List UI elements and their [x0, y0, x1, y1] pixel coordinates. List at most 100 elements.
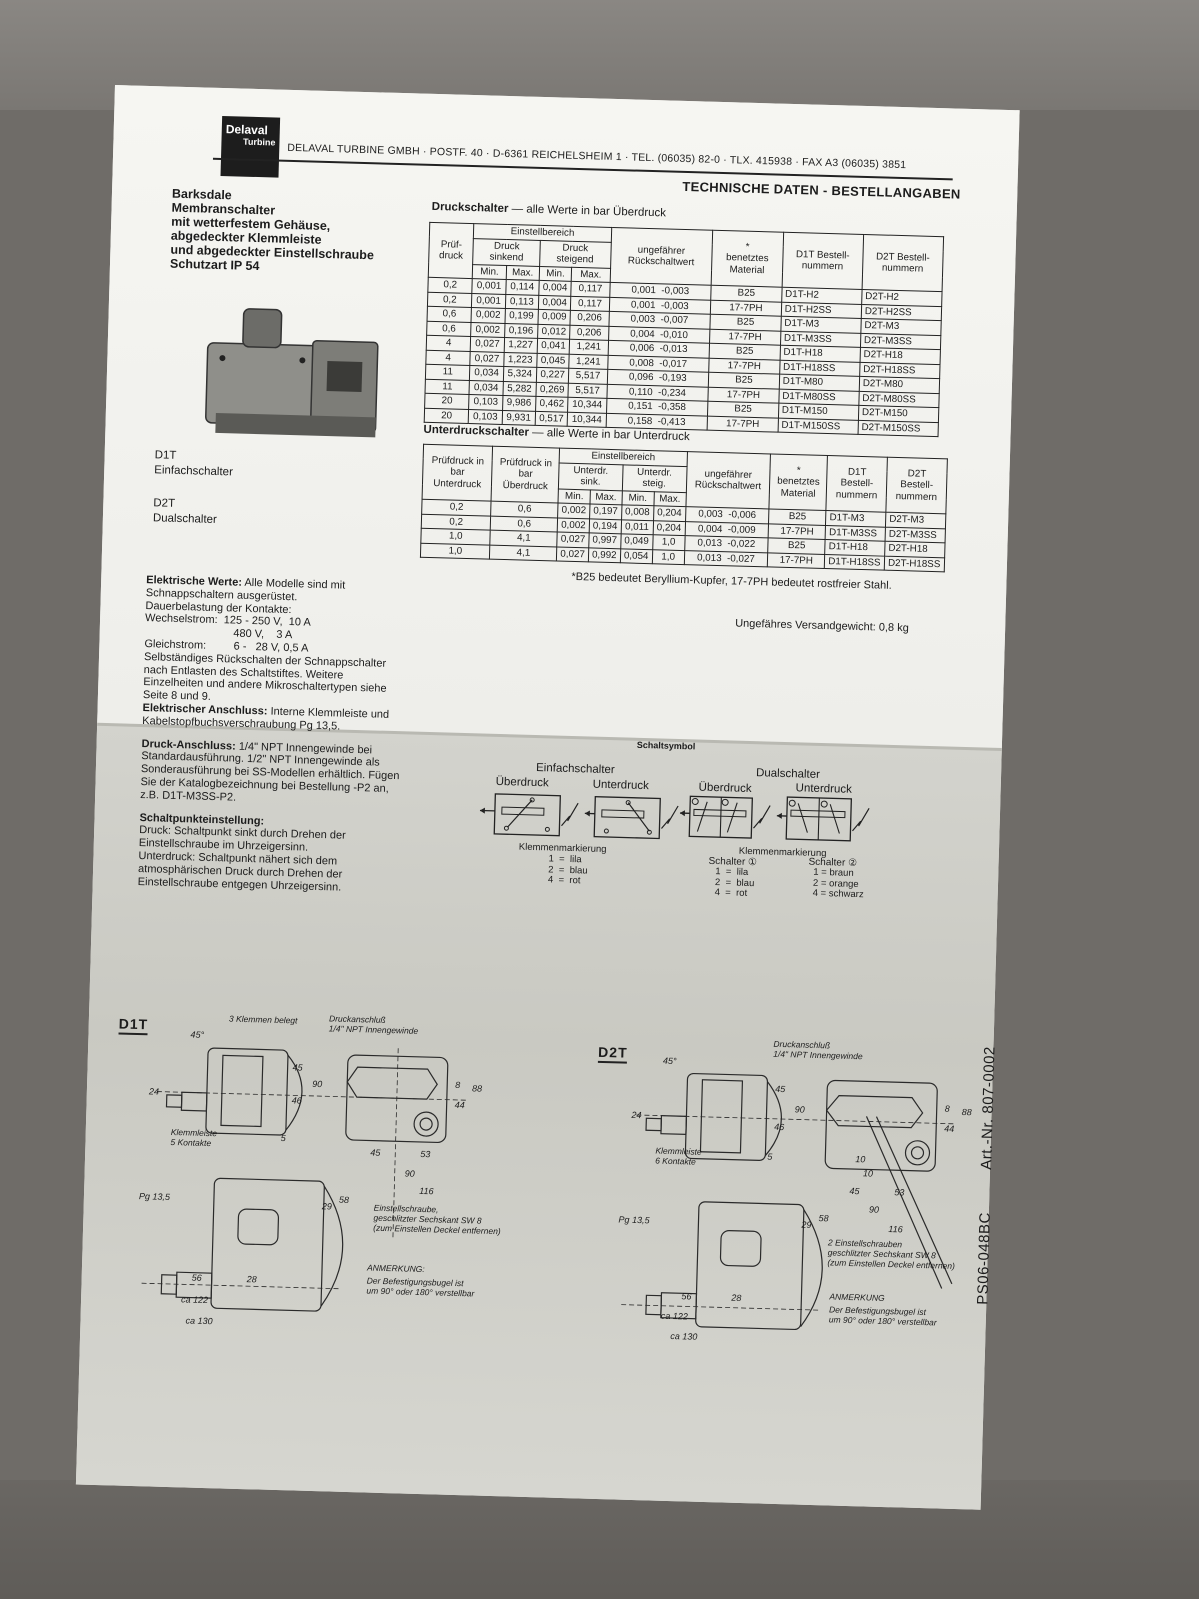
d1t-dim-ca130: ca 130	[185, 1315, 213, 1327]
cell-sink-min: 0,002	[557, 517, 590, 533]
col-d2t: D2T Bestell- nummern	[885, 457, 948, 514]
d2t-pressure-port-note: Druckanschluß 1/4" NPT Innengewinde	[773, 1038, 863, 1062]
d1t-dim-28: 28	[246, 1274, 257, 1285]
material-header: benetztes Material	[777, 475, 820, 500]
d2t-dim-5: 5	[767, 1151, 773, 1162]
cell-d1t: D1T-M3SS	[825, 525, 886, 542]
d2t-terminal-strip-note: Klemmleiste 6 Kontakte	[655, 1145, 702, 1167]
document-code: PS06-048BC	[974, 1211, 994, 1305]
d1t-dim-8: 8	[455, 1079, 461, 1091]
cell-sink-max: 0,992	[588, 547, 621, 563]
d2t-dim-45b: 45	[849, 1185, 860, 1197]
cell-rueck: 0,158 -0,413	[605, 412, 708, 431]
cell-sink-max: 0,197	[589, 503, 622, 520]
pressure-table-title-text: Druckschalter	[431, 200, 509, 216]
cell-pruef: 4	[425, 349, 471, 366]
cell-sink-max: 0,997	[588, 532, 621, 549]
cell-steig-min: 0,054	[619, 548, 653, 564]
col-unterdr-steig: Unterdr. steig.	[621, 464, 687, 493]
d2t-dim-10b: 10	[862, 1168, 874, 1179]
d1t-dim-88: 88	[471, 1083, 483, 1094]
cell-steig-max: 5,517	[568, 382, 607, 399]
cell-sink-min: 0,034	[469, 365, 504, 381]
cell-steig-min: 0,462	[535, 396, 569, 412]
cell-sink-min: 0,002	[471, 322, 505, 338]
cell-sink-max: 1,227	[503, 337, 538, 353]
col-min: Min.	[539, 265, 572, 282]
cell-d1t: D1T-H18	[824, 539, 886, 556]
pressure-switch-table: Prüf- druck Einstellbereich ungefährer R…	[424, 222, 944, 437]
cell-sink-max: 9,931	[501, 409, 536, 426]
cell-d1t: D1T-M150SS	[777, 417, 859, 435]
single-switch-title: Einfachschalter	[535, 762, 615, 777]
cell-d2t: D2T-H18SS	[884, 555, 945, 572]
cell-sink-max: 5,324	[503, 366, 537, 382]
cell-steig-max: 1,241	[569, 353, 608, 370]
d1t-dim-46: 46	[291, 1095, 302, 1106]
d2t-dim-28: 28	[731, 1292, 742, 1303]
dual-switch2-marking: 1 = braun 2 = orange 4 = schwarz	[812, 866, 864, 901]
col-material: *benetztes Material	[769, 453, 828, 511]
cell-pruef: 0,6	[427, 306, 472, 323]
cell-steig-min: 0,517	[535, 410, 568, 427]
cell-sink-min: 0,001	[471, 293, 506, 309]
cell-sink-max: 0,194	[589, 518, 622, 534]
dual-switch1-marking: 1 = lila 2 = blau 4 = rot	[714, 866, 755, 899]
d2t-dim-56: 56	[681, 1291, 692, 1302]
d1t-dim-53: 53	[420, 1148, 431, 1160]
d2t-dim-ca130: ca 130	[670, 1330, 698, 1342]
cell-steig-max: 1,241	[569, 339, 609, 355]
cell-steig-max: 5,517	[568, 368, 608, 384]
variant-d1t: D1T Einfachschalter	[154, 448, 233, 480]
cell-material: 17-7PH	[767, 552, 825, 569]
cell-pruef: 20	[424, 407, 470, 424]
d2t-dim-90: 90	[794, 1104, 805, 1115]
d1t-remark-text: Der Befestigungsbugel ist um 90° oder 18…	[366, 1275, 475, 1299]
cell-steig-min: 0,004	[538, 294, 572, 311]
d2t-dim-ca122: ca 122	[660, 1310, 689, 1322]
dual-switch-symbols	[679, 795, 870, 842]
col-max: Max.	[505, 264, 540, 281]
cell-steig-max: 0,206	[570, 310, 609, 326]
col-min: Min.	[621, 490, 654, 506]
cell-sink-max: 0,113	[505, 293, 539, 310]
cell-pruef: 11	[425, 364, 471, 381]
single-switch-symbols	[479, 793, 679, 840]
d1t-dim-29: 29	[321, 1201, 332, 1212]
col-material: *benetztes Material	[711, 230, 784, 288]
single-overpressure-label: Überdruck	[495, 775, 549, 790]
cell-d2t: D2T-M150SS	[857, 419, 939, 437]
cell-pruef: 0,6	[426, 320, 472, 337]
d1t-dimension-drawing	[141, 1047, 467, 1312]
cell-material: B25	[768, 508, 827, 526]
switch-symbol-title: Schaltsymbol	[636, 739, 696, 752]
cell-sink-min: 0,002	[557, 503, 590, 519]
dual-switch-title: Dualschalter	[755, 767, 821, 781]
cell-pruef: 0,2	[427, 291, 473, 308]
d2t-dim-29: 29	[801, 1219, 812, 1230]
article-number: Art.-Nr. 807-0002	[978, 1046, 999, 1170]
d1t-dim-116: 116	[419, 1185, 434, 1197]
d1t-dim-24: 24	[148, 1086, 160, 1097]
cell-steig-min: 0,004	[538, 280, 572, 296]
cell-rueck: 0,013 -0,027	[683, 550, 768, 567]
d2t-dim-44: 44	[944, 1123, 955, 1134]
d2t-dim-10a: 10	[855, 1154, 866, 1165]
col-d1t: D1T Bestell- nummern	[781, 232, 864, 290]
cell-sink-min: 0,027	[556, 546, 589, 562]
d2t-remark-title: ANMERKUNG	[829, 1291, 885, 1303]
d2t-dim-88: 88	[961, 1107, 972, 1118]
cell-steig-max: 0,206	[569, 324, 609, 341]
cell-pruef: 20	[424, 393, 470, 410]
d2t-drawing-label: D2T	[597, 1043, 628, 1064]
cell-steig-max: 0,204	[652, 520, 686, 536]
col-max: Max.	[571, 266, 611, 283]
logo-line1: Delaval	[225, 122, 269, 138]
cell-d1t: D1T-H18SS	[824, 554, 885, 571]
d1t-cable-gland: Pg 13,5	[138, 1191, 171, 1202]
cell-steig-min: 0,008	[621, 504, 654, 521]
cell-d1t: D1T-M3	[825, 510, 886, 527]
cell-steig-min: 0,012	[537, 323, 571, 340]
cell-steig-min: 0,269	[535, 381, 569, 398]
cell-material: 17-7PH	[707, 415, 779, 433]
